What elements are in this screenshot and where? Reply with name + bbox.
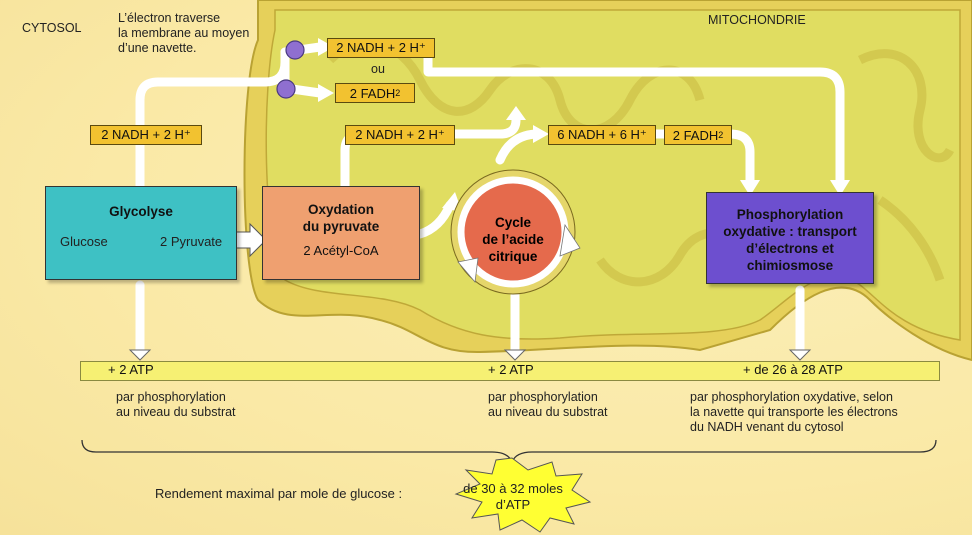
arrowhead-4 [506,106,526,120]
or-label: ou [371,62,385,76]
arrowhead-6 [740,180,760,196]
tag-nadh-shuttle: 2 NADH + 2 H⁺ [327,38,435,58]
arrowhead-8 [505,350,525,360]
oxphos-title-1: Phosphorylation [736,207,844,222]
shuttle-carrier-bottom [276,79,296,99]
oxphos-box: Phosphorylation oxydative : transport d’… [706,192,874,284]
arrowhead-7 [130,350,150,360]
arrow-to-phosphorylation-right [415,45,845,187]
glucose-label: Glucose [60,234,108,249]
arrowhead-5 [533,125,549,143]
oxphos-title-2: oxydative : transport [723,224,857,239]
shuttle-note-line3: d’une navette. [118,41,197,55]
cytosol-label: CYTOSOL [22,21,82,35]
mitochondria-label: MITOCHONDRIE [708,13,806,27]
oxphos-title-3: d’électrons et [746,241,834,256]
arrowhead-1 [318,38,334,56]
cycle-arrow-bottom [457,257,479,283]
shuttle-carrier-top [285,40,305,60]
arrow-krebs-up [495,129,540,165]
acetyl-coa-label: 2 Acétyl-CoA [303,243,379,258]
oxphos-title-4: chimiosmose [746,258,834,273]
pyruvate-oxidation-title-1: Oxydation [307,202,374,217]
atp-yield-bar [80,361,940,381]
atp-oxphos: + de 26 à 28 ATP [743,362,843,377]
note-glycolysis-2: au niveau du substrat [116,405,236,419]
cycle-arrow-right [559,223,581,257]
shuttle-note-line2: la membrane au moyen [118,26,250,40]
atp-glycolysis: + 2 ATP [108,362,154,377]
krebs-title-1: Cycle [494,215,532,230]
pyruvate-oxidation-box: Oxydation du pyruvate 2 Acétyl-CoA [262,186,420,280]
pyruvate-oxidation-title-2: du pyruvate [302,219,380,234]
yield-starburst [454,457,592,533]
note-oxphos-1: par phosphorylation oxydative, selon [690,390,893,404]
atp-krebs: + 2 ATP [488,362,534,377]
krebs-title-2: de l’acide [482,232,544,247]
arrowhead-3 [830,180,850,196]
tag-nadh-glycolysis: 2 NADH + 2 H⁺ [90,125,202,145]
arrowhead-2 [318,84,334,102]
yield-value-1: de 30 à 32 moles [463,481,563,496]
arrowhead-9 [790,350,810,360]
shuttle-note-line1: L’électron traverse [118,11,221,25]
note-oxphos-3: du NADH venant du cytosol [690,420,844,434]
yield-label: Rendement maximal par mole de glucose : [155,486,403,501]
note-glycolysis-1: par phosphorylation [116,390,226,404]
note-oxphos-2: la navette qui transporte les électrons [690,405,898,419]
krebs-title-3: citrique [488,249,538,264]
tag-nadh-krebs: 6 NADH + 6 H⁺ [548,125,656,145]
note-krebs-2: au niveau du substrat [488,405,608,419]
glycolysis-box: Glycolyse [45,186,237,280]
yield-value-2: d’ATP [495,497,531,512]
glycolysis-title: Glycolyse [109,204,173,219]
pyruvate-label: 2 Pyruvate [160,234,223,249]
tag-nadh-pyruvate: 2 NADH + 2 H⁺ [345,125,455,145]
note-krebs-1: par phosphorylation [488,390,598,404]
